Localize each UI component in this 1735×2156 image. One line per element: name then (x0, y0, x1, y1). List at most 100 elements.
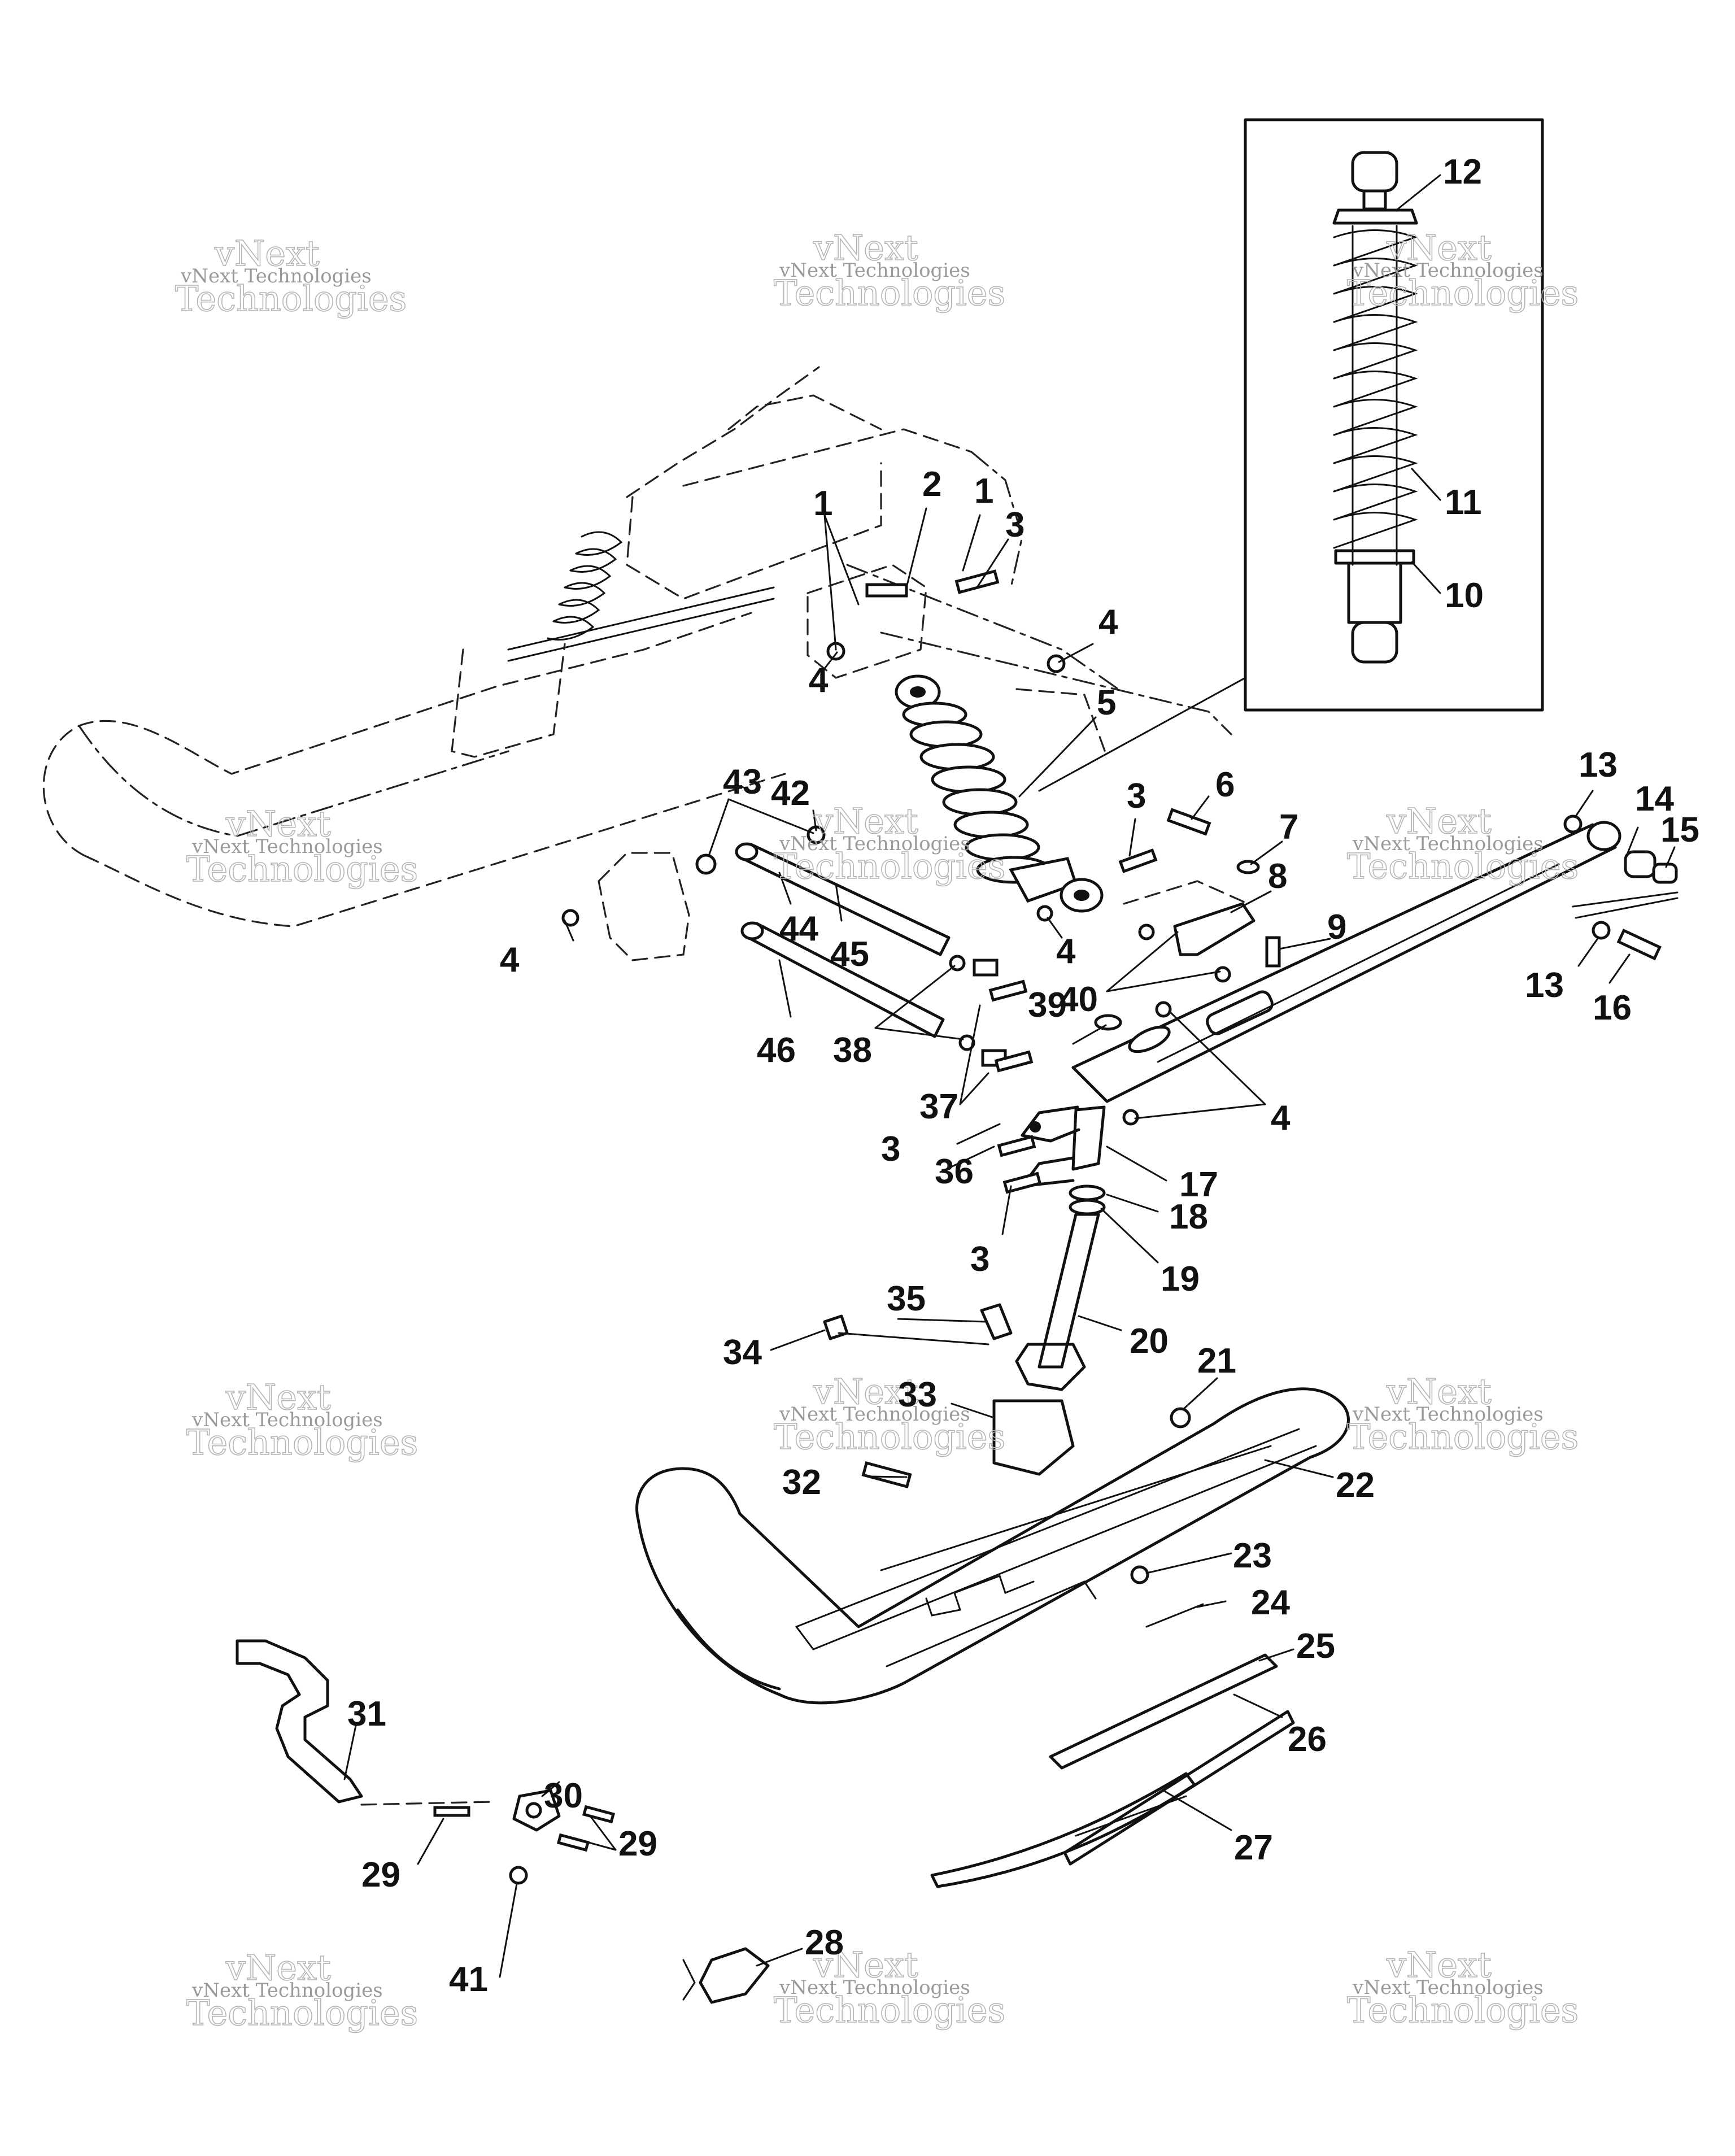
inset-frame (1244, 118, 1544, 712)
callout-8: 8 (1268, 857, 1287, 896)
svg-text:vNext Technologies: vNext Technologies (779, 1403, 970, 1426)
svg-text:vNext: vNext (813, 1944, 918, 1985)
svg-text:vNext Technologies: vNext Technologies (1352, 1403, 1544, 1426)
callout-46: 46 (757, 1031, 796, 1070)
block-28 (699, 1947, 770, 2004)
callout-7: 7 (1279, 808, 1298, 847)
watermarks: vNext vNext Technologies Technologies vN… (175, 227, 1579, 2034)
callout-45: 45 (830, 935, 869, 974)
washer-19 (1069, 1199, 1106, 1216)
phantom-shock-left (547, 531, 623, 641)
inset-spring-seat-top (1332, 208, 1418, 225)
callout-16: 16 (1593, 988, 1632, 1027)
callout-40: 40 (1059, 980, 1098, 1019)
callout-43: 43 (723, 763, 762, 802)
callout-15: 15 (1660, 811, 1699, 850)
bracket-plate-phantom (598, 852, 690, 961)
watermark: vNext vNext Technologies Technologies (1346, 227, 1579, 314)
watermark: vNext vNext Technologies Technologies (175, 232, 407, 320)
bushing-15 (1652, 863, 1678, 884)
washer-13-top (1563, 815, 1583, 834)
callout-35: 35 (887, 1279, 926, 1318)
nut-23 (1130, 1565, 1149, 1584)
callout-17: 17 (1179, 1165, 1218, 1204)
callout-10: 10 (1445, 576, 1484, 615)
callout-11: 11 (1445, 483, 1482, 522)
callout-3: 3 (1127, 777, 1146, 816)
inset-spring (1333, 229, 1418, 549)
callout-34: 34 (723, 1333, 762, 1372)
svg-text:Technologies: Technologies (1347, 272, 1579, 313)
callout-4: 4 (1271, 1099, 1291, 1138)
callout-5: 5 (1097, 683, 1116, 722)
svg-text:vNext: vNext (813, 227, 918, 268)
callout-12: 12 (1443, 153, 1482, 191)
watermark: vNext vNext Technologies Technologies (186, 1946, 419, 2034)
svg-text:vNext Technologies: vNext Technologies (180, 265, 372, 288)
svg-text:vNext Technologies: vNext Technologies (1352, 259, 1544, 282)
ski (635, 1387, 1350, 1705)
inset-shock-body (1347, 561, 1402, 624)
callout-42: 42 (771, 774, 810, 813)
inset-shock-bottom-eye (1351, 621, 1398, 664)
svg-text:vNext Technologies: vNext Technologies (191, 1409, 383, 1431)
watermark: vNext vNext Technologies Technologies (773, 1944, 1006, 2031)
svg-text:vNext Technologies: vNext Technologies (1352, 833, 1544, 855)
callout-36: 36 (935, 1152, 974, 1191)
callout-19: 19 (1161, 1260, 1200, 1299)
svg-text:vNext: vNext (225, 803, 331, 844)
svg-text:vNext: vNext (225, 1377, 331, 1418)
callout-18: 18 (1169, 1197, 1208, 1236)
svg-text:vNext: vNext (1386, 1944, 1492, 1985)
callout-3: 3 (881, 1130, 900, 1169)
svg-text:vNext: vNext (813, 800, 918, 842)
svg-text:Technologies: Technologies (774, 1989, 1005, 2031)
callout-29: 29 (618, 1824, 657, 1863)
rivet-29b (582, 1805, 616, 1824)
callout-21: 21 (1197, 1341, 1236, 1380)
svg-text:vNext: vNext (214, 233, 320, 274)
svg-text:vNext Technologies: vNext Technologies (779, 1976, 970, 1999)
shock-inset (1244, 118, 1544, 712)
bolt-3-top (954, 569, 1000, 594)
svg-text:Technologies: Technologies (774, 1416, 1005, 1457)
nut-21 (1170, 1407, 1191, 1428)
svg-text:vNext Technologies: vNext Technologies (779, 259, 970, 282)
handle-31 (236, 1639, 363, 1804)
callout-27: 27 (1234, 1828, 1273, 1867)
skag-27 (930, 1772, 1196, 1888)
watermark: vNext vNext Technologies Technologies (1346, 800, 1579, 887)
callout-4: 4 (1098, 603, 1118, 642)
callout-22: 22 (1336, 1466, 1375, 1505)
svg-text:vNext: vNext (1386, 800, 1492, 842)
cotter-24 (1145, 1603, 1204, 1628)
callout-13: 13 (1579, 746, 1618, 785)
callout-41: 41 (449, 1960, 488, 1999)
svg-text:vNext Technologies: vNext Technologies (191, 1979, 383, 2002)
callout-44: 44 (779, 909, 818, 948)
nut-4-left (561, 909, 579, 927)
leader-lines (343, 174, 1676, 1978)
svg-text:vNext: vNext (813, 1371, 918, 1412)
bumper-33 (992, 1399, 1075, 1476)
callout-32: 32 (782, 1463, 821, 1502)
callout-6: 6 (1215, 765, 1235, 804)
bolt-9 (1265, 936, 1281, 968)
bracket-8 (1173, 902, 1256, 956)
watermark: vNext vNext Technologies Technologies (773, 227, 1006, 314)
callout-23: 23 (1233, 1536, 1272, 1575)
ski-handle-parts (236, 1639, 770, 2004)
inset-shock-top-eye (1351, 151, 1398, 193)
bolt-2 (865, 583, 908, 598)
spindle (823, 979, 1106, 1391)
svg-text:Technologies: Technologies (1347, 1989, 1579, 2031)
svg-text:Technologies: Technologies (1347, 1416, 1579, 1457)
bolt-6 (1166, 808, 1211, 836)
spindle-shaft-20 (1037, 1213, 1100, 1369)
rivet-29c (556, 1833, 590, 1852)
end-bushings (1563, 815, 1679, 961)
callout-30: 30 (544, 1776, 583, 1815)
svg-text:Technologies: Technologies (774, 272, 1005, 313)
callout-3: 3 (1005, 506, 1025, 545)
